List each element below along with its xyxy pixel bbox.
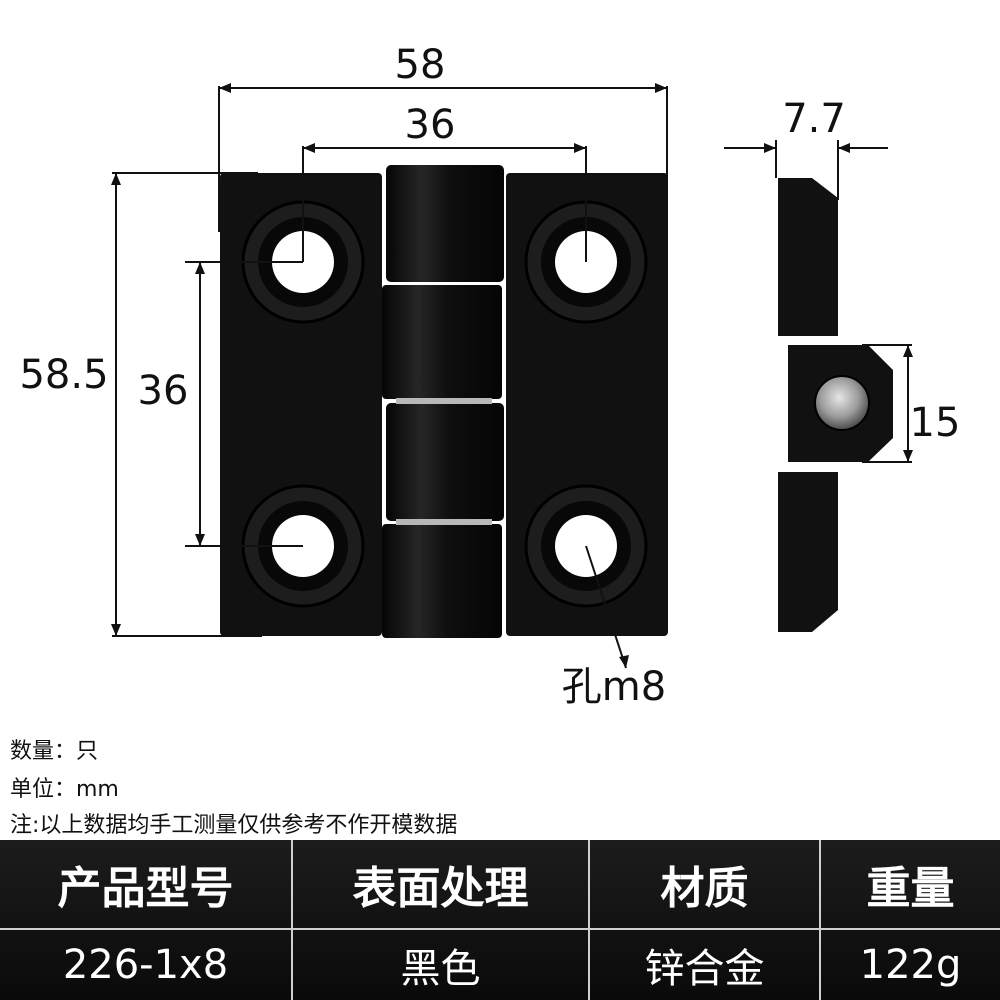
spec-value-model: 226-1x8	[0, 930, 293, 1000]
spec-header-model: 产品型号	[0, 840, 293, 930]
spec-value-material: 锌合金	[590, 930, 821, 1000]
dim-hole-label: 孔m8	[562, 664, 666, 710]
dim-thickness: 7.7	[782, 96, 846, 142]
hinge-front-view	[220, 165, 668, 638]
spec-value-weight: 122g	[859, 942, 962, 988]
spec-value-finish: 黑色	[293, 930, 590, 1000]
hinge-knuckle-segment	[382, 524, 502, 638]
note-unit: 单位：mm	[10, 777, 119, 802]
hinge-technical-drawing: 58 36 58.5 36 7.7 15 孔m8	[19, 42, 961, 710]
dim-knuckle-height: 15	[910, 400, 961, 446]
hinge-knuckle-segment	[386, 165, 504, 282]
spec-header-finish: 表面处理	[293, 840, 590, 930]
knuckle-seam	[396, 398, 492, 404]
dim-hole-spacing-vertical: 36	[138, 368, 189, 414]
hinge-knuckle-segment	[382, 285, 502, 399]
side-leaf-lower	[778, 472, 838, 632]
hinge-knuckle-segment	[386, 403, 504, 521]
note-disclaimer: 注:以上数据均手工测量仅供参考不作开模数据	[10, 813, 458, 838]
dim-overall-width: 58	[395, 42, 446, 88]
hinge-side-view	[778, 178, 893, 632]
side-leaf-upper	[778, 178, 838, 336]
spec-table: 产品型号 表面处理 材质 重量 226-1x8 黑色 锌合金 122g	[0, 840, 1000, 1000]
spec-header-weight: 重量	[821, 840, 1000, 930]
spec-header-material: 材质	[590, 840, 821, 930]
dim-overall-height: 58.5	[19, 352, 108, 398]
note-quantity: 数量：只	[10, 739, 99, 764]
dim-hole-spacing-horizontal: 36	[405, 102, 456, 148]
hinge-pin	[814, 375, 870, 431]
knuckle-seam	[396, 519, 492, 525]
dimension-arrowheads	[111, 83, 913, 668]
